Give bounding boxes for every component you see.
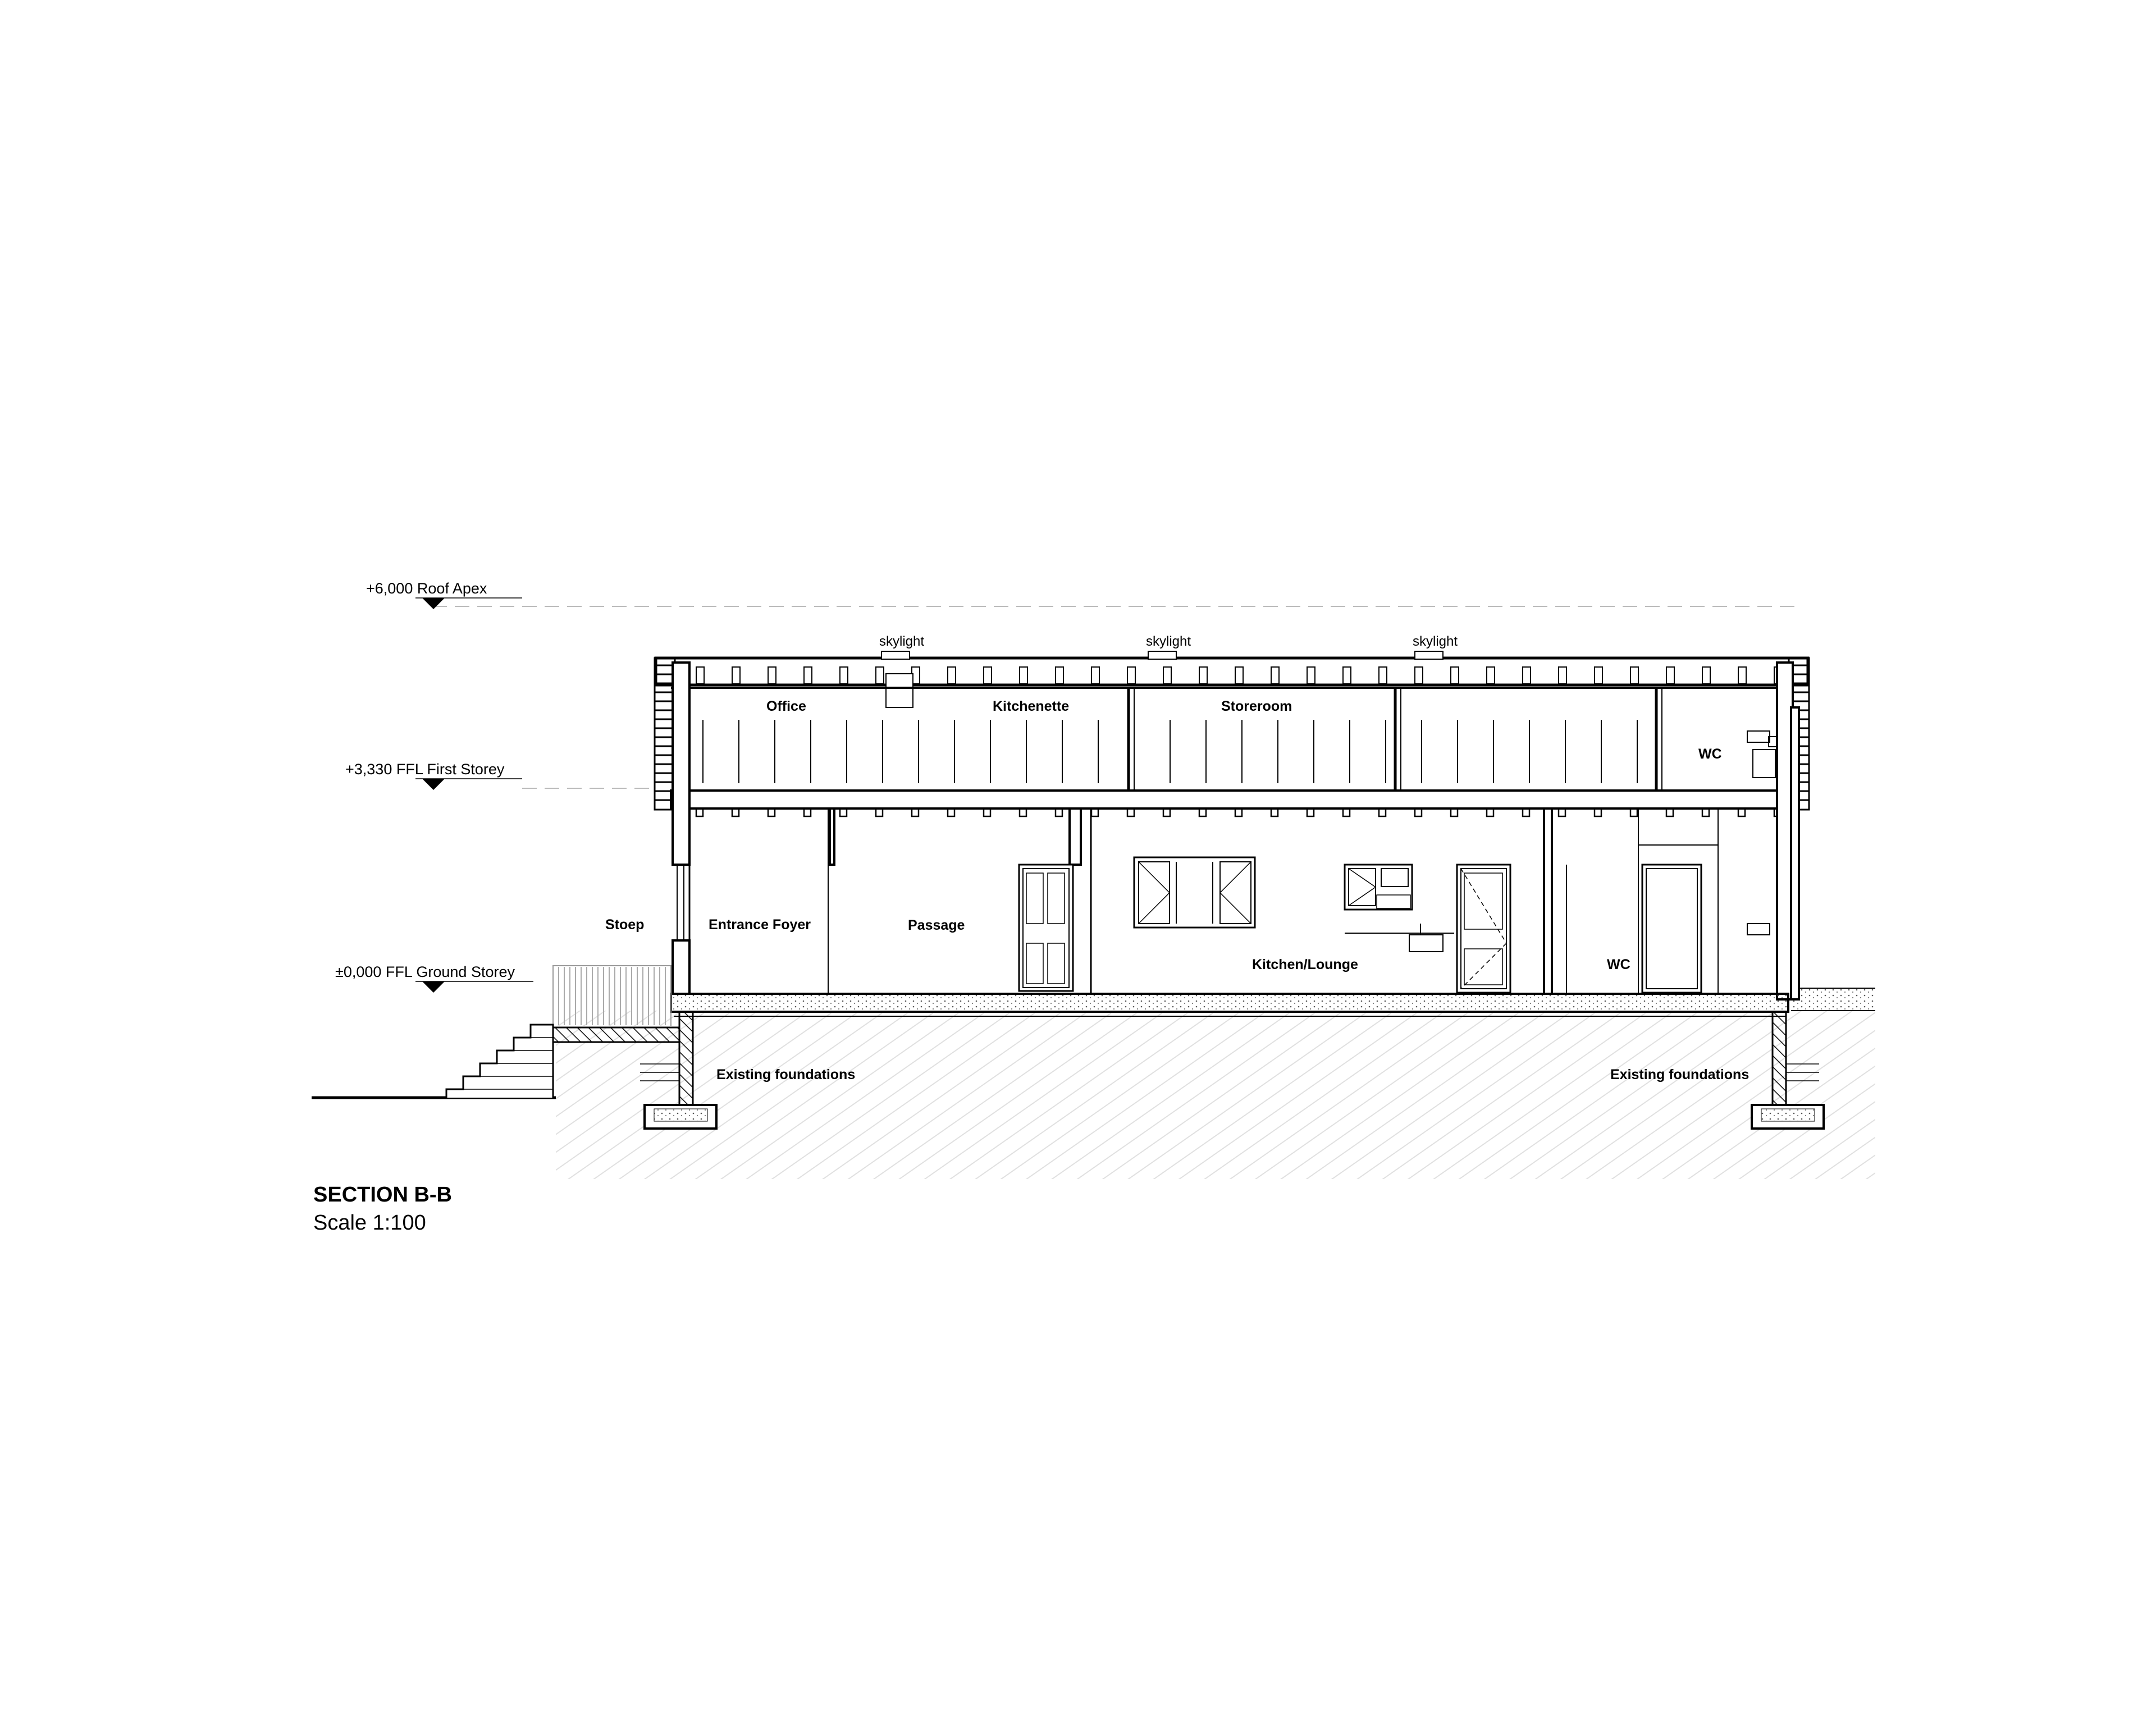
floor-joist	[803, 807, 812, 817]
floor-joist	[1234, 807, 1243, 817]
ground-hatch	[312, 988, 1875, 1179]
floor-joist	[983, 807, 992, 817]
room-label-office: Office	[766, 698, 806, 714]
rafter	[983, 666, 992, 684]
roof-rafters	[696, 666, 1783, 684]
room-label-storeroom: Storeroom	[1221, 698, 1292, 714]
floor-joist	[731, 807, 740, 817]
rafter	[1199, 666, 1208, 684]
rafter	[1594, 666, 1603, 684]
stairs	[445, 1024, 554, 1098]
room-label-entrance-foyer: Entrance Foyer	[709, 917, 811, 933]
rafter	[1450, 666, 1459, 684]
level-markers	[415, 597, 533, 993]
rafter	[1558, 666, 1567, 684]
drawing-title: SECTION B-B	[313, 1183, 452, 1207]
room-label-wc-ground: WC	[1607, 957, 1630, 972]
foundations-label-left: Existing foundations	[716, 1067, 855, 1082]
floor-joist	[1018, 807, 1027, 817]
level-label-roof-apex: +6,000 Roof Apex	[366, 580, 487, 597]
rafter	[1630, 666, 1639, 684]
floor-joist	[911, 807, 920, 817]
rafter	[1414, 666, 1423, 684]
skylight-label-3: skylight	[1413, 634, 1458, 649]
floor-joist	[1414, 807, 1423, 817]
floor-joist	[1737, 807, 1746, 817]
drawing-scale: Scale 1:100	[313, 1211, 426, 1235]
floor-joist	[1629, 807, 1638, 817]
level-label-first-storey: +3,330 FFL First Storey	[345, 761, 505, 778]
rafter	[1127, 666, 1136, 684]
rafter	[1235, 666, 1244, 684]
rafter	[1486, 666, 1495, 684]
rafter	[1342, 666, 1351, 684]
level-label-ground-storey: ±0,000 FFL Ground Storey	[335, 963, 515, 980]
skylight-3	[1414, 651, 1444, 660]
skylight-label-1: skylight	[879, 634, 924, 649]
floor-joist	[1378, 807, 1387, 817]
first-floor	[670, 687, 1789, 817]
level-marker-roof-apex	[422, 598, 445, 609]
rafter	[1307, 666, 1315, 684]
rafter	[1019, 666, 1028, 684]
skylight-label-2: skylight	[1146, 634, 1191, 649]
room-label-passage: Passage	[908, 917, 965, 933]
rafter	[1091, 666, 1100, 684]
rafter	[875, 666, 884, 684]
room-label-stoep: Stoep	[605, 917, 644, 933]
rafter	[803, 666, 812, 684]
floor-joist	[1593, 807, 1602, 817]
skylight-2	[1148, 651, 1177, 660]
rafter	[1702, 666, 1711, 684]
floor-joist	[1126, 807, 1135, 817]
stoep	[445, 965, 680, 1098]
roof	[654, 656, 1810, 811]
floor-joist	[875, 807, 884, 817]
rafter	[1666, 666, 1675, 684]
level-marker-first-storey	[422, 779, 445, 790]
rafter	[839, 666, 848, 684]
floor-joist	[1665, 807, 1674, 817]
floor-joist	[1162, 807, 1171, 817]
rafter	[1378, 666, 1387, 684]
floor-joist	[839, 807, 848, 817]
level-marker-ground-storey	[422, 981, 445, 993]
text-labels: +6,000 Roof Apex +3,330 FFL First Storey…	[313, 580, 1749, 1235]
datum-lines	[432, 606, 1797, 789]
ground-slab	[640, 993, 1825, 1130]
room-label-kitchen-lounge: Kitchen/Lounge	[1252, 957, 1358, 972]
floor-joist	[1342, 807, 1351, 817]
floor-joist	[947, 807, 956, 817]
rafter	[768, 666, 776, 684]
floor-joist	[1306, 807, 1315, 817]
floor-joist	[1270, 807, 1279, 817]
rafter	[732, 666, 741, 684]
walls	[672, 661, 1800, 1001]
room-label-wc-first: WC	[1698, 746, 1722, 762]
floor-joist	[767, 807, 776, 817]
floor-joist	[1450, 807, 1459, 817]
rafter	[1055, 666, 1064, 684]
foundations-label-right: Existing foundations	[1610, 1067, 1749, 1082]
floor-joist	[1701, 807, 1710, 817]
room-label-kitchenette: Kitchenette	[993, 698, 1069, 714]
floor-joist	[1198, 807, 1207, 817]
doors	[1018, 864, 1702, 994]
skylights	[881, 651, 1444, 708]
floor-joist	[1486, 807, 1495, 817]
rafter	[947, 666, 956, 684]
windows	[1133, 856, 1770, 952]
floor-joist	[1557, 807, 1566, 817]
rafter	[1271, 666, 1280, 684]
floor-joist	[1054, 807, 1063, 817]
floor-joist	[1090, 807, 1099, 817]
rafter	[1522, 666, 1531, 684]
floor-joist	[1522, 807, 1531, 817]
rafter	[1738, 666, 1747, 684]
rafter	[696, 666, 705, 684]
floor-joist	[695, 807, 704, 817]
rafter	[1163, 666, 1172, 684]
skylight-1	[881, 651, 910, 660]
